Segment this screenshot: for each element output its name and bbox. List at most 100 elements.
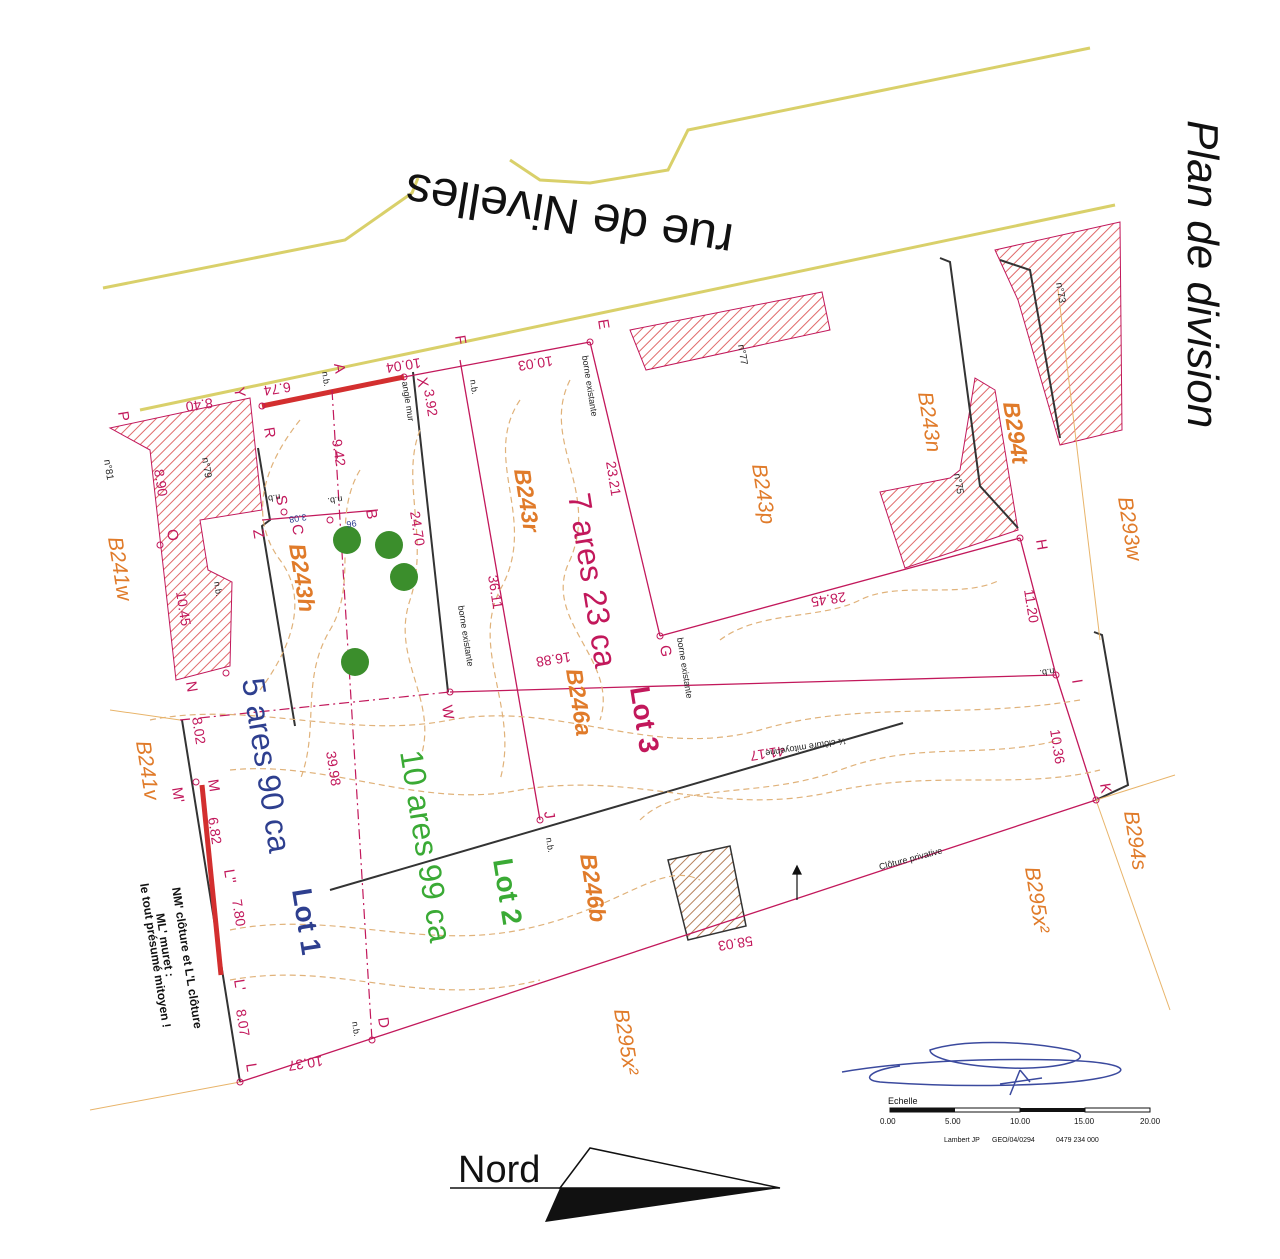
house-n73: n°73	[1053, 282, 1067, 305]
point-K: K	[1096, 782, 1114, 795]
scale-tick-1: 5.00	[945, 1117, 961, 1126]
dim-10-36: 10.36	[1047, 728, 1068, 765]
neighbor-lines	[89, 289, 1176, 1111]
footer-license: GEO/04/0294	[992, 1137, 1035, 1144]
point-E: E	[594, 318, 612, 331]
point-C: C	[288, 523, 307, 537]
note-borne-1: borne existante	[580, 355, 600, 417]
dim-10-37: 10.37	[287, 1053, 324, 1074]
street-name: rue de Nivelles	[401, 162, 736, 269]
contours	[149, 379, 1101, 991]
note-nb-3: n.b.	[265, 492, 281, 504]
red-walls	[199, 374, 405, 976]
parcel-b243r: B243r	[509, 467, 545, 535]
dim-6-82: 6.82	[205, 816, 225, 846]
dim-58-03: 58.03	[717, 933, 754, 954]
point-D: D	[374, 1016, 393, 1030]
point-P: P	[114, 410, 132, 423]
house-n79: n°79	[199, 457, 213, 480]
dim-3-08: 3.08	[288, 512, 307, 525]
dim-23-21: 23.21	[603, 460, 624, 497]
walls	[181, 257, 1130, 1083]
point-Z: Z	[249, 528, 267, 540]
point-F: F	[451, 334, 469, 346]
dim-8-40: 8.40	[184, 395, 214, 415]
remark-block: NM' clôture et L'L clôture ML' muret : l…	[137, 882, 205, 1030]
tree-icon	[390, 563, 418, 591]
dim-39-98: 39.98	[323, 750, 344, 787]
point-I: I	[1068, 678, 1085, 685]
road-edges	[102, 46, 1116, 412]
dim-11-20: 11.20	[1021, 588, 1042, 624]
boundary-lines	[239, 341, 1097, 1083]
dim-24-70: 24.70	[407, 510, 428, 547]
scale-tick-2: 10.00	[1010, 1117, 1031, 1126]
dimension-labels: 8.40 6.74 10.04 3.92 10.03 9.42 24.70 36…	[151, 353, 1068, 1074]
tree-icon	[341, 648, 369, 676]
point-G: G	[656, 644, 675, 658]
dim-6-74: 6.74	[262, 379, 292, 399]
dim-28-45: 28.45	[810, 589, 847, 610]
dim-10-04: 10.04	[385, 355, 422, 376]
north-arrow: Nord	[450, 1147, 781, 1222]
point-H: H	[1032, 538, 1050, 551]
dim-96: 96	[346, 518, 357, 529]
point-O: O	[163, 528, 182, 542]
plan-title: Plan de division	[1178, 120, 1227, 428]
dim-8-07: 8.07	[233, 1008, 253, 1038]
note-nb-7: n.b.	[350, 1021, 362, 1037]
point-J: J	[540, 810, 558, 820]
house-n81: n°81	[101, 459, 115, 482]
footer-surveyor: Lambert JP	[944, 1137, 980, 1144]
dim-3-92: 3.92	[421, 388, 441, 418]
lot3-name: Lot 3	[624, 684, 665, 755]
dim-10-03: 10.03	[517, 353, 554, 374]
dim-7-80: 7.80	[229, 898, 249, 928]
parcel-b243p: B243p	[747, 462, 779, 526]
point-L-double-prime: L''	[220, 868, 239, 885]
point-B: B	[362, 508, 380, 521]
lot1-area: 5 ares 90 ca	[235, 675, 298, 855]
scale-bar: Echelle 0.00 5.00 10.00 15.00 20.00	[880, 1096, 1161, 1126]
point-letters: P Y A X F E R S Z C B O N W G H I K J M …	[114, 318, 1114, 1073]
parcel-b293w: B293w	[1113, 495, 1146, 564]
signature	[841, 1041, 1122, 1096]
point-markers	[156, 338, 1100, 1086]
dim-10-45: 10.45	[173, 590, 194, 627]
note-cloture-mitoyenne: ½ clôture mitoyenne	[765, 736, 847, 759]
buildings	[108, 221, 1123, 941]
scale-tick-4: 20.00	[1140, 1117, 1161, 1126]
parcel-b246a: B246a	[561, 667, 597, 738]
footer: Lambert JP GEO/04/0294 0479 234 000	[944, 1137, 1099, 1144]
parcel-b241v: B241v	[131, 739, 163, 803]
point-L: L	[242, 1062, 260, 1073]
lot1-name: Lot 1	[286, 886, 327, 957]
tree-icon	[333, 526, 361, 554]
dim-9-42: 9.42	[329, 438, 349, 468]
note-borne-2: borne existante	[456, 605, 476, 667]
point-Y: Y	[230, 386, 248, 399]
point-A: A	[330, 362, 348, 375]
scale-label: Echelle	[888, 1096, 918, 1106]
parcel-b243n: B243n	[913, 390, 945, 454]
house-n77: n°77	[735, 344, 749, 367]
house-n75: n°75	[951, 473, 965, 496]
point-R: R	[260, 426, 279, 440]
dim-36-11: 36.11	[485, 574, 506, 610]
dim-8-02: 8.02	[189, 716, 209, 746]
note-cloture-privative: Clôture privative	[878, 845, 943, 871]
note-borne-3: borne existante	[675, 637, 695, 699]
trees	[333, 526, 418, 676]
dashed-lines	[179, 389, 451, 1041]
scale-tick-0: 0.00	[880, 1117, 896, 1126]
parcel-b243h: B243h	[284, 542, 320, 614]
point-M-prime: M'	[168, 786, 187, 804]
arrow-icon	[792, 864, 802, 900]
note-nb-1: n.b.	[320, 371, 332, 387]
parcel-b294s: B294s	[1119, 809, 1151, 872]
parcel-b295x2-b: B295x²	[609, 1007, 642, 1077]
footer-phone: 0479 234 000	[1056, 1137, 1099, 1144]
note-nb-5: n.b.	[1039, 666, 1055, 678]
scale-tick-3: 15.00	[1074, 1117, 1095, 1126]
